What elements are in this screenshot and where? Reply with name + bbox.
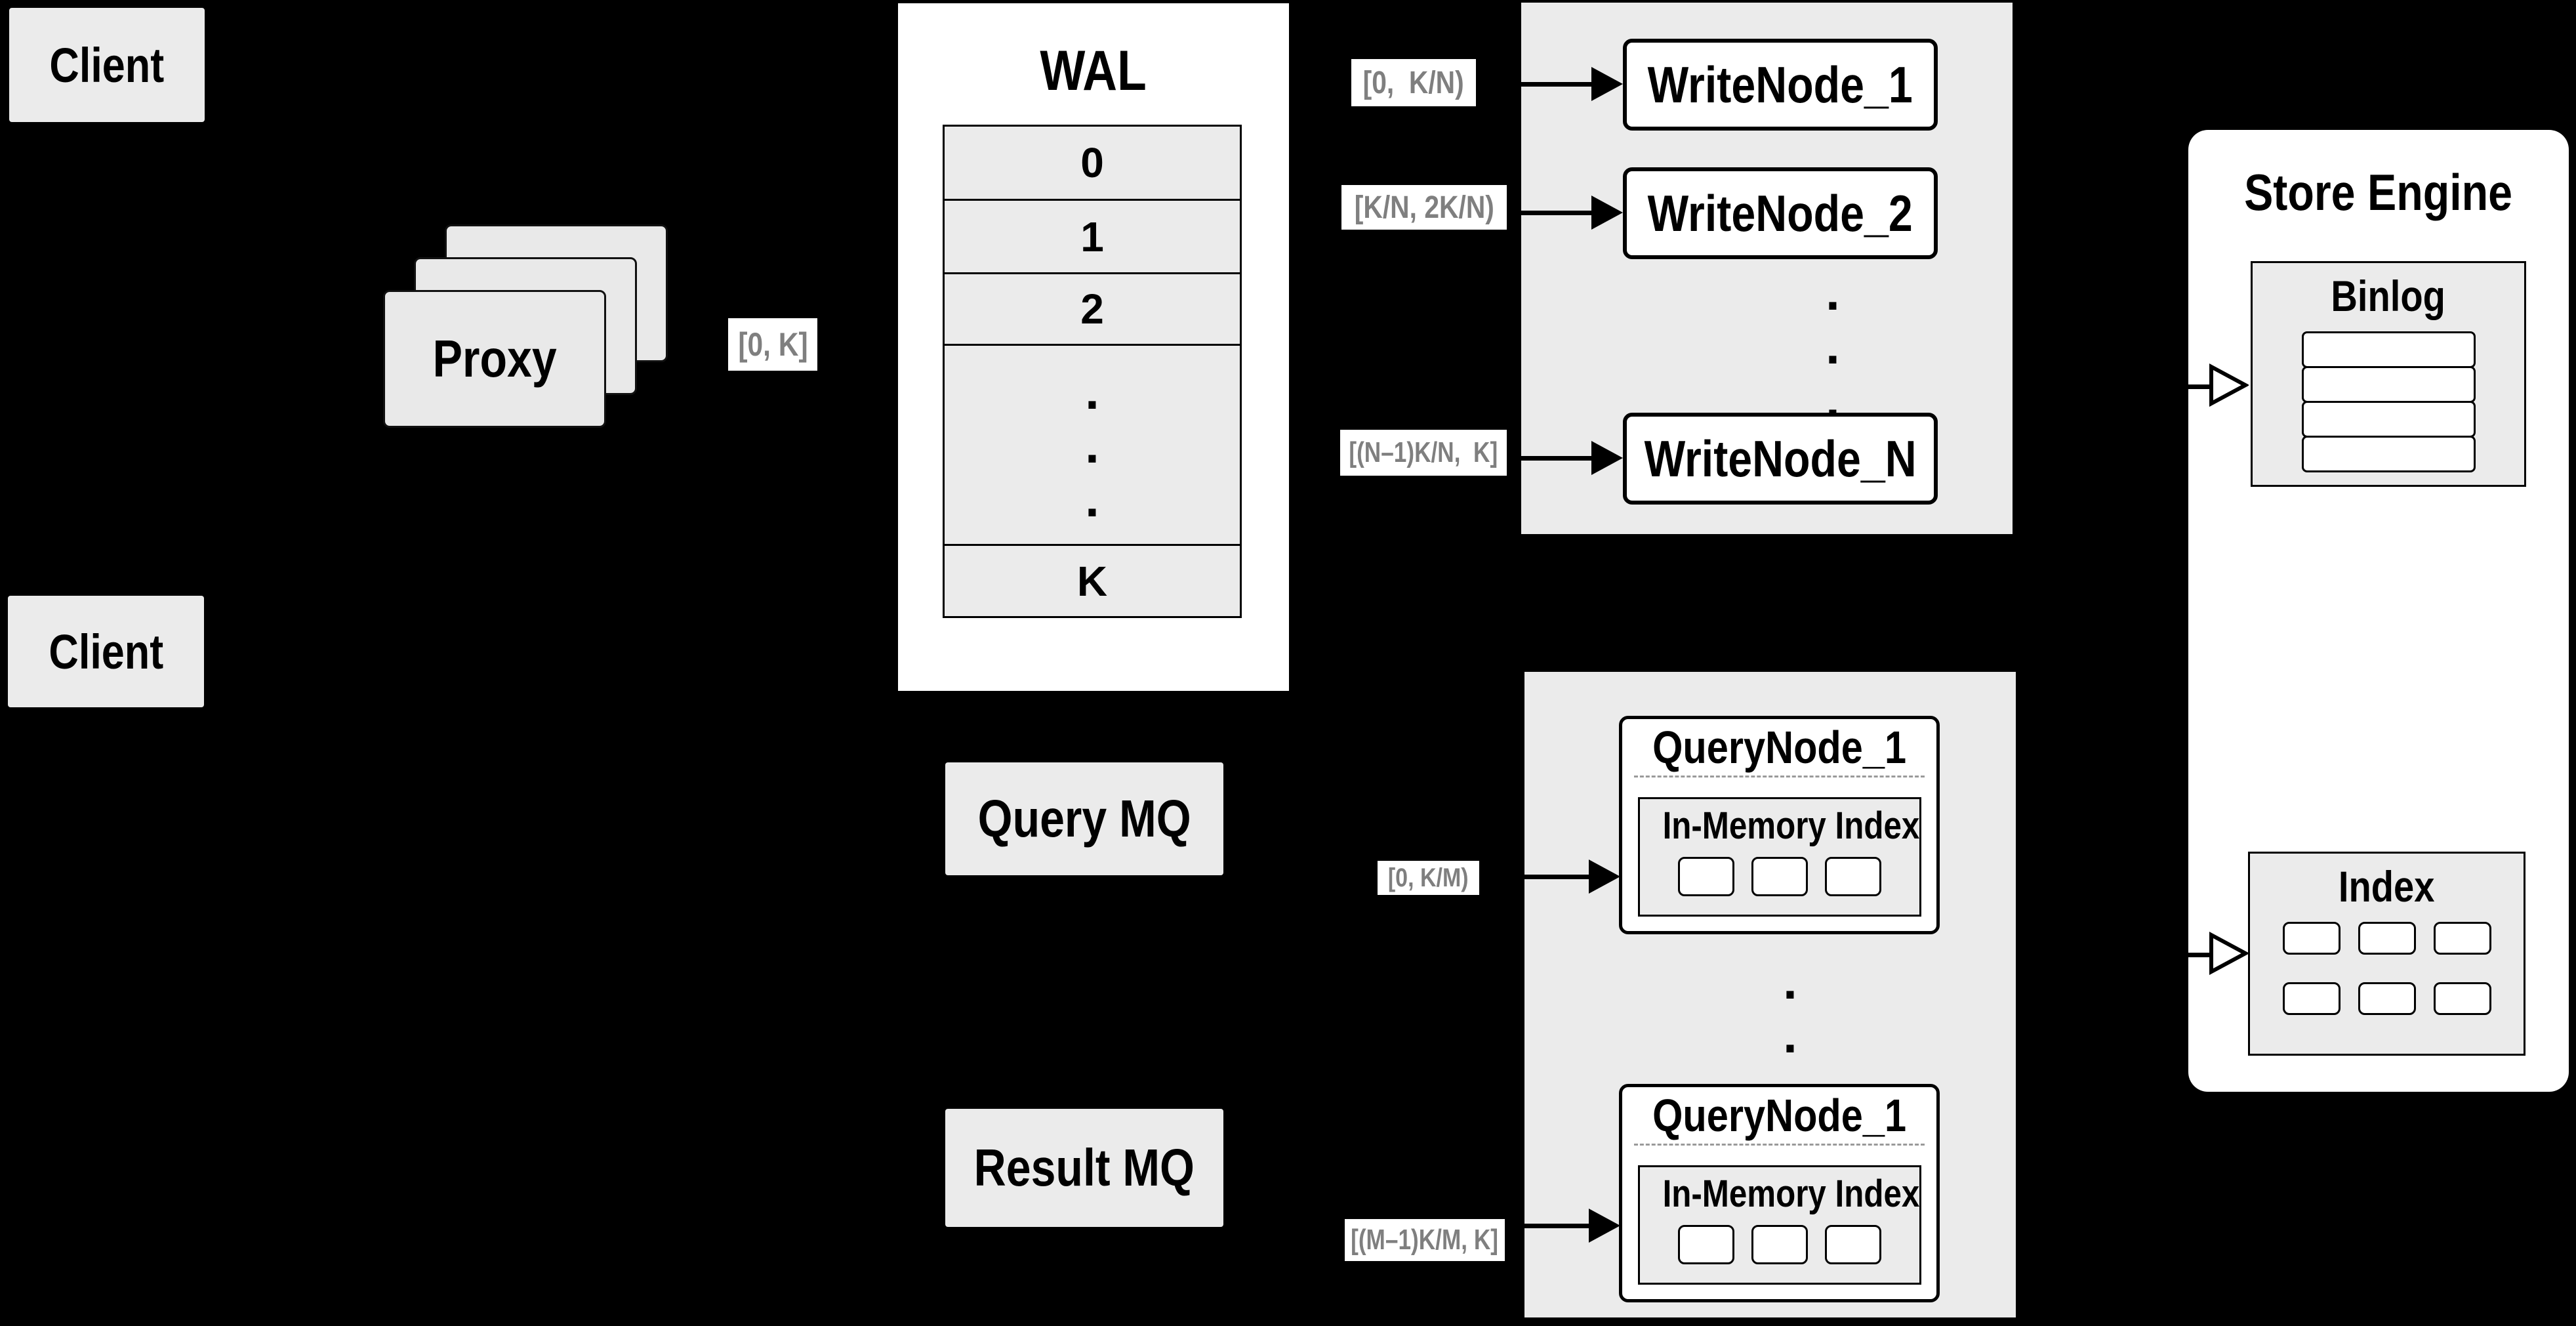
arrow-line-querynode-m bbox=[1524, 1224, 1591, 1228]
index-segment-cell bbox=[1751, 857, 1808, 896]
query-node-1: QueryNode_1 In-Memory Index bbox=[1619, 716, 1940, 934]
inmemory-index-cells bbox=[1640, 857, 1919, 896]
index-title: Index bbox=[2339, 862, 2435, 911]
arrow-head-writenode-n bbox=[1591, 441, 1623, 475]
arrow-head-querynode-1 bbox=[1589, 860, 1620, 894]
index-segment-cell bbox=[1824, 857, 1881, 896]
range-label-writenode-1: [0, K/N) bbox=[1351, 59, 1476, 106]
arrow-line-writenode-1 bbox=[1521, 82, 1593, 87]
write-node-1: WriteNode_1 bbox=[1623, 39, 1938, 131]
arrow-head-querynode-m bbox=[1589, 1209, 1620, 1243]
arrow-head-writenode-2 bbox=[1591, 196, 1623, 230]
index-cell bbox=[2433, 982, 2491, 1015]
query-node-m-title: QueryNode_1 bbox=[1652, 1090, 1906, 1141]
range-label-writenode-n: [(N–1)K/N, K] bbox=[1340, 430, 1507, 476]
wal-row-1: 1 bbox=[943, 199, 1242, 274]
inmemory-index-cells bbox=[1640, 1225, 1919, 1264]
index-segment-cell bbox=[1824, 1225, 1881, 1264]
write-node-vertical-dots: ... bbox=[1826, 263, 1840, 428]
wal-box: WAL 0 1 2 ... K bbox=[898, 3, 1289, 691]
client-box-top: Client bbox=[7, 5, 207, 125]
write-node-group: WriteNode_1 WriteNode_2 ... WriteNode_N bbox=[1519, 0, 2015, 537]
inmemory-index-title: In-Memory Index bbox=[1662, 1172, 1919, 1215]
wal-row-ellipsis: ... bbox=[943, 344, 1242, 546]
wal-title: WAL bbox=[1040, 39, 1147, 102]
binlog-row bbox=[2301, 366, 2476, 403]
binlog-title: Binlog bbox=[2331, 272, 2446, 320]
index-cells-row-1 bbox=[2250, 922, 2524, 955]
store-engine-box: Store Engine Binlog Index bbox=[2188, 130, 2569, 1092]
proxy-label: Proxy bbox=[432, 329, 557, 388]
wal-row-k: K bbox=[943, 544, 1242, 618]
result-mq-box: Result MQ bbox=[945, 1109, 1223, 1227]
query-node-1-title: QueryNode_1 bbox=[1652, 722, 1906, 773]
range-label-proxy-wal: [0, K] bbox=[728, 318, 817, 371]
wal-row-0: 0 bbox=[943, 125, 1242, 201]
query-node-1-inmemory-index: In-Memory Index bbox=[1637, 797, 1921, 917]
arrow-line-writenode-n bbox=[1521, 456, 1593, 461]
write-node-n: WriteNode_N bbox=[1623, 413, 1938, 505]
range-label-querynode-1: [0, K/M) bbox=[1378, 861, 1479, 895]
binlog-row bbox=[2301, 401, 2476, 438]
hollow-arrow-head-index bbox=[2209, 932, 2249, 975]
client-box-bottom: Client bbox=[5, 593, 207, 710]
binlog-row bbox=[2301, 436, 2476, 472]
write-node-2: WriteNode_2 bbox=[1623, 167, 1938, 259]
query-node-m-dashed-separator bbox=[1634, 1144, 1925, 1146]
wal-segment-table: 0 1 2 ... K bbox=[943, 125, 1242, 618]
arrow-line-binlog bbox=[2188, 384, 2213, 389]
wal-vertical-dots: ... bbox=[1085, 362, 1099, 528]
proxy-card-front: Proxy bbox=[383, 290, 606, 428]
query-node-group: QueryNode_1 In-Memory Index ... QueryNod… bbox=[1522, 669, 2018, 1320]
index-box: Index bbox=[2248, 852, 2525, 1056]
hollow-arrow-head-binlog bbox=[2209, 363, 2249, 407]
binlog-row bbox=[2301, 331, 2476, 368]
index-segment-cell bbox=[1677, 857, 1734, 896]
query-node-m: QueryNode_1 In-Memory Index bbox=[1619, 1084, 1940, 1302]
index-cell bbox=[2282, 922, 2341, 955]
arrow-line-writenode-2 bbox=[1521, 211, 1593, 215]
store-engine-title: Store Engine bbox=[2244, 163, 2513, 221]
index-segment-cell bbox=[1751, 1225, 1808, 1264]
wal-row-2: 2 bbox=[943, 272, 1242, 346]
index-cell bbox=[2358, 982, 2416, 1015]
client-top-label: Client bbox=[49, 37, 165, 93]
binlog-box: Binlog bbox=[2251, 261, 2526, 487]
arrow-head-writenode-1 bbox=[1591, 67, 1623, 101]
arrow-line-index bbox=[2188, 953, 2213, 957]
binlog-rows bbox=[2301, 331, 2476, 472]
query-mq-box: Query MQ bbox=[945, 762, 1223, 875]
range-label-writenode-2: [K/N, 2K/N) bbox=[1341, 185, 1507, 230]
query-node-m-inmemory-index: In-Memory Index bbox=[1637, 1165, 1921, 1285]
index-cell bbox=[2358, 922, 2416, 955]
index-cells-row-2 bbox=[2250, 982, 2524, 1015]
inmemory-index-title: In-Memory Index bbox=[1662, 804, 1919, 847]
index-segment-cell bbox=[1677, 1225, 1734, 1264]
index-cell bbox=[2433, 922, 2491, 955]
range-label-querynode-m: [(M–1)K/M, K] bbox=[1345, 1219, 1505, 1261]
client-bottom-label: Client bbox=[49, 624, 163, 679]
arrow-line-querynode-1 bbox=[1524, 875, 1591, 879]
index-cell bbox=[2282, 982, 2341, 1015]
query-node-1-dashed-separator bbox=[1634, 776, 1925, 777]
